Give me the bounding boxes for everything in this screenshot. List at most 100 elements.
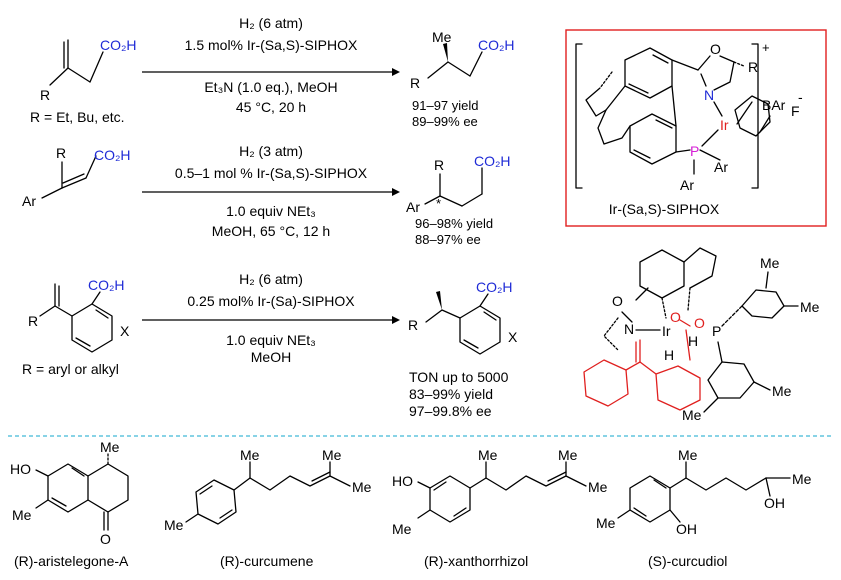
np1-me-top: Me [100, 439, 120, 455]
left-bracket [575, 43, 583, 189]
ts-red-ring-1 [583, 359, 629, 407]
substrate-1-co2h: CO₂H [100, 37, 137, 53]
np4-me-top: Me [678, 447, 698, 463]
reaction-2-below-2: MeOH, 65 °C, 12 h [212, 223, 330, 239]
reaction-1: R CO₂H R = Et, Bu, etc. H₂ (6 atm) 1.5 m… [30, 15, 515, 129]
ts-h-right: H [688, 333, 698, 349]
product-2-r: R [434, 157, 444, 173]
ts-me-4: Me [682, 407, 702, 423]
iridium-1: Ir [720, 117, 729, 133]
np2-me-top: Me [240, 447, 260, 463]
ts-n: N [624, 321, 634, 337]
substrate-2-ar: Ar [22, 193, 36, 209]
arrow-3-head [392, 316, 400, 324]
reaction-1-above-2: 1.5 mol% Ir-(Sa,S)-SIPHOX [185, 37, 358, 53]
natural-product-1: Me HO Me O (R)-aristelegone-A [10, 439, 129, 569]
np1-me-left: Me [12, 507, 32, 523]
np3-name: (R)-xanthorrhizol [424, 553, 528, 569]
np1-name: (R)-aristelegone-A [14, 553, 129, 569]
reaction-2-above-2: 0.5–1 mol % Ir-(Sa,S)-SIPHOX [175, 165, 368, 181]
reaction-1-yield: 91–97 yield [412, 98, 479, 113]
product-1-r: R [410, 75, 420, 91]
arrow-1-head [392, 68, 400, 76]
np4-oh-right: OH [764, 495, 785, 511]
np2-me-left: Me [164, 517, 184, 533]
np2-me-right: Me [352, 479, 372, 495]
natural-product-4: Me Me OH Me OH (S)-curcudiol [596, 447, 812, 569]
natural-product-2: Me Me Me Me (R)-curcumene [164, 447, 372, 569]
ts-p: P [712, 323, 721, 339]
product-1-co2h: CO₂H [478, 37, 515, 53]
charge-plus: + [762, 40, 770, 55]
ts-o: O [612, 293, 623, 309]
reaction-1-below-1: Et₃N (1.0 eq.), MeOH [204, 79, 337, 95]
substrate-3-ring [71, 303, 113, 353]
ts-me-1: Me [760, 255, 780, 271]
ts-iridium: Ir [662, 323, 671, 339]
substrate-3-note: R = aryl or alkyl [22, 361, 119, 377]
reaction-1-above-1: H₂ (6 atm) [239, 15, 303, 31]
oxazoline-r: R [748, 59, 758, 75]
product-3-ring [459, 305, 501, 355]
ts-xylyl-bottom [707, 361, 755, 399]
substrate-3: R CO₂H X R = aryl or alkyl [22, 277, 130, 377]
product-3: R CO₂H X TON up to 5000 83–99% yield 97–… [408, 279, 518, 419]
product-2-star: * [436, 196, 441, 211]
barf-sub: F [791, 103, 800, 119]
substrate-3-r: R [28, 313, 38, 329]
product-3-x: X [508, 329, 518, 345]
np3-me-right: Me [588, 479, 608, 495]
ts-me-2: Me [800, 299, 820, 315]
reaction-3-above-2: 0.25 mol% Ir-(Sa)-SIPHOX [187, 293, 355, 309]
substrate-3-co2h: CO₂H [88, 277, 125, 293]
ts-aryl-top [639, 249, 685, 299]
product-2: R Ar * CO₂H 96–98% yield 88–97% ee [406, 153, 511, 247]
barf-label: BAr [762, 97, 786, 113]
np4-me-right: Me [792, 471, 812, 487]
barf-sup: - [798, 89, 803, 105]
ts-red-ring-2 [655, 365, 701, 411]
catalyst-box-frame [565, 29, 827, 227]
np2-name: (R)-curcumene [220, 553, 314, 569]
reaction-2: R Ar CO₂H H₂ (3 atm) 0.5–1 mol % Ir-(Sa,… [22, 143, 511, 247]
substrate-3-x: X [120, 323, 130, 339]
transition-state-model: O N Ir H H O O P Me Me Me Me [583, 247, 820, 423]
substrate-2-r: R [56, 145, 66, 161]
ts-me-3: Me [772, 383, 792, 399]
np1-o: O [100, 531, 111, 547]
reaction-3-below-1: 1.0 equiv NEt₃ [226, 332, 316, 348]
np3-me-left: Me [392, 521, 412, 537]
np4-me-left: Me [596, 515, 616, 531]
np2-me-right-top: Me [322, 447, 342, 463]
substrate-1-note: R = Et, Bu, etc. [30, 109, 125, 125]
oxazoline-o: O [710, 41, 721, 57]
reaction-2-above-1: H₂ (3 atm) [239, 143, 303, 159]
np3-me-right-top: Me [558, 447, 578, 463]
right-bracket [751, 43, 759, 189]
catalyst-box: + BAr F - O N R Ir P [565, 29, 827, 227]
lower-aryl-ring [629, 113, 677, 165]
np1-ho: HO [10, 461, 31, 477]
np3-ho: HO [392, 473, 413, 489]
substrate-1-r: R [40, 87, 50, 103]
cod-ring [734, 95, 771, 137]
reaction-2-ee: 88–97% ee [415, 232, 481, 247]
phosphorus-1: P [690, 143, 699, 159]
reaction-3-above-1: H₂ (6 atm) [239, 271, 303, 287]
reaction-1-below-2: 45 °C, 20 h [236, 99, 306, 115]
oxazoline-n: N [704, 87, 714, 103]
reaction-3-yield: 83–99% yield [409, 386, 493, 402]
substrate-2-co2h: CO₂H [94, 147, 131, 163]
substrate-2: R Ar CO₂H [22, 145, 131, 209]
ts-o-red-2: O [694, 315, 705, 331]
product-3-co2h: CO₂H [476, 279, 513, 295]
p-ar-2: Ar [680, 177, 694, 193]
reaction-1-ee: 89–99% ee [412, 114, 478, 129]
product-2-ar: Ar [406, 199, 420, 215]
ts-xylyl-top [741, 289, 785, 319]
catalyst-caption: Ir-(Sa,S)-SIPHOX [609, 201, 720, 217]
reaction-3-ee: 97–99.8% ee [409, 403, 492, 419]
product-1-me: Me [432, 29, 452, 45]
